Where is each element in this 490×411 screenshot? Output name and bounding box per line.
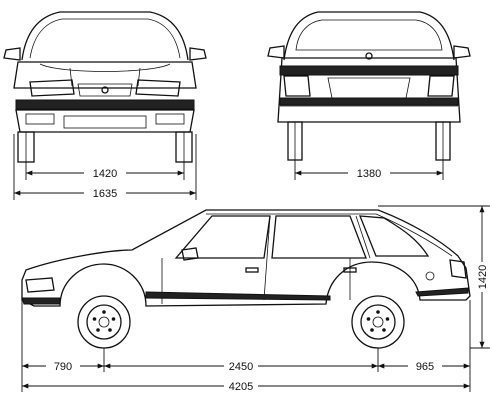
rear-overhang-label: 965: [416, 361, 434, 373]
wheelbase-label: 2450: [229, 361, 253, 373]
rear-wheel-nuts: [366, 310, 390, 332]
front-view: [3, 11, 207, 163]
front-width-label: 1635: [93, 188, 117, 200]
side-dimensions: 1420 790 2450 965 4205: [21, 205, 490, 393]
front-track-label: 1420: [93, 168, 117, 180]
front-dimensions: 1420 1635: [13, 134, 197, 200]
rear-dimensions: 1380: [294, 160, 444, 180]
rear-view: [267, 11, 471, 161]
height-label: 1420: [477, 265, 489, 289]
front-wheel-nuts: [92, 310, 116, 332]
rear-track-label: 1380: [357, 168, 381, 180]
side-view: [21, 209, 471, 349]
front-overhang-label: 790: [54, 361, 72, 373]
length-label: 4205: [229, 381, 253, 393]
